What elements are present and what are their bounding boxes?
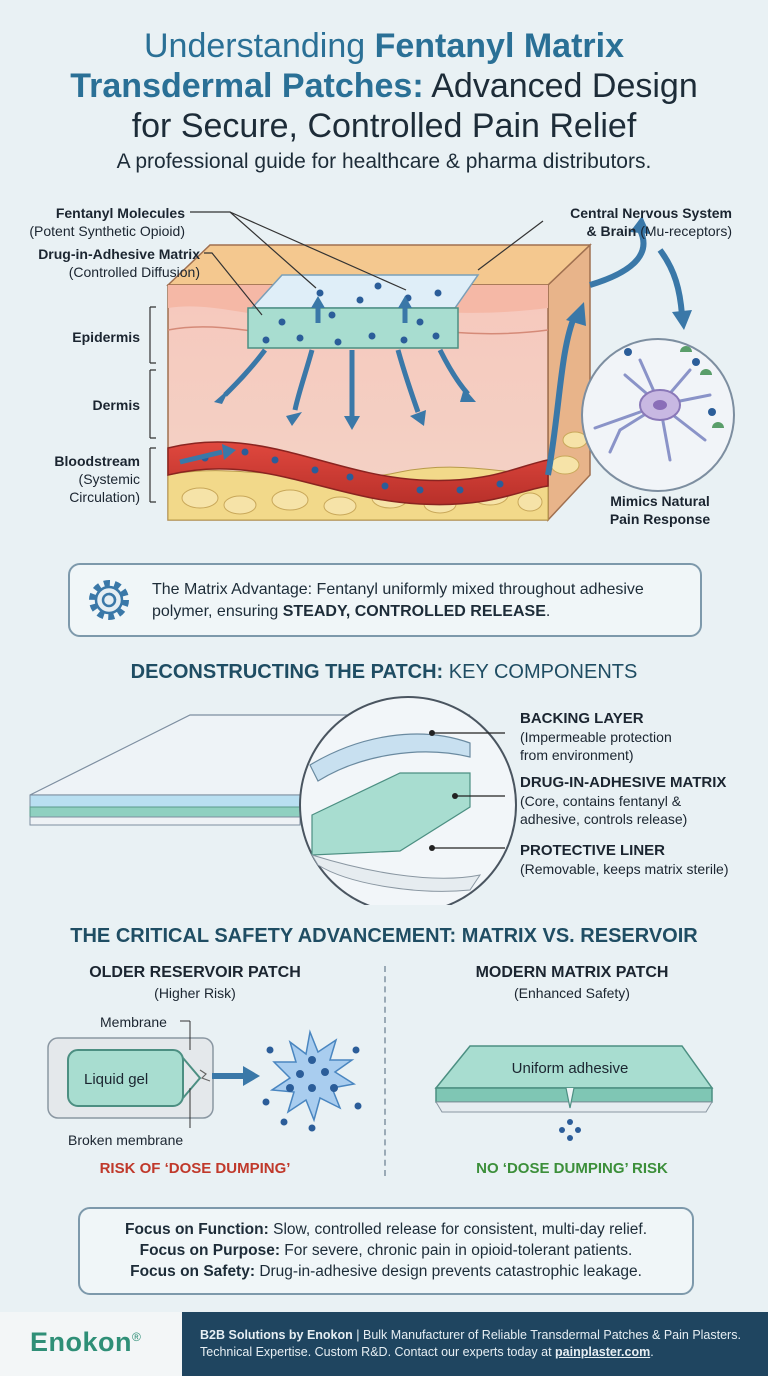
gear-icon [89,580,129,620]
to-cns-arrow [545,313,578,476]
minimal-release-molecules [559,1119,581,1141]
leak-arrowhead [243,1066,260,1086]
matrix-advantage-text: The Matrix Advantage: Fentanyl uniformly… [152,581,644,620]
burst-molecules [262,1046,362,1132]
cns-arrowhead-up [630,216,650,234]
liner-layer-zoom [310,854,482,892]
footer-link[interactable]: painplaster.com [555,1345,651,1359]
label-uniform-adhesive: Uniform adhesive [511,1060,629,1077]
title-text: Fentanyl Matrix [374,27,624,65]
title-text: Transdermal Patches: [70,67,424,105]
component-leader-dots [429,730,458,851]
reservoir-patch-illustration [47,1020,362,1132]
components-section-title: DECONSTRUCTING THE PATCH: KEY COMPONENTS [130,661,638,683]
focus-summary-text: Focus on Function: Slow, controlled rele… [125,1221,647,1280]
patch-backing [250,274,480,309]
new-patch-heading: MODERN MATRIX PATCH(Enhanced Safety) [475,964,669,1001]
patch-matrix [247,307,459,349]
label-fentanyl-molecules: Fentanyl Molecules(Potent Synthetic Opio… [29,205,185,239]
neuron-nucleus [653,400,667,410]
page-title: Understanding Fentanyl Matrix Transderma… [0,26,768,146]
footer-text: B2B Solutions by Enokon | Bulk Manufactu… [200,1328,741,1359]
cns-arrowhead-down [672,310,692,330]
label-drug-matrix: Drug-in-Adhesive Matrix(Controlled Diffu… [38,246,200,280]
neuron-molecules [624,348,716,416]
liner-strip [29,816,301,826]
backing-strip [29,794,301,808]
leader-lines [149,211,544,503]
diffusion-arrowheads [214,296,476,430]
matrix-patch-illustration [434,1045,714,1141]
reservoir-gel [67,1049,184,1107]
focus-summary-box: Focus on Function: Slow, controlled rele… [78,1207,694,1295]
label-broken-membrane: Broken membrane [68,1132,184,1148]
broken-membrane-edge [182,1057,202,1099]
page-subtitle: A professional guide for healthcare & ph… [116,150,652,173]
footer-logo-panel: Enokon® [0,1312,182,1376]
old-patch-heading: OLDER RESERVOIR PATCH(Higher Risk) [89,964,301,1001]
matrix-tear [565,1087,575,1109]
crack-mark [199,1069,211,1082]
mu-receptors [680,346,724,428]
enokon-logo: Enokon® [30,1327,142,1357]
dose-dumping-burst [269,1029,357,1123]
label-drug-matrix-layer: DRUG-IN-ADHESIVE MATRIX(Core, contains f… [520,774,727,827]
comparison-divider [384,966,386,1176]
matrix-patch-liner [435,1101,713,1113]
label-protective-liner: PROTECTIVE LINER(Removable, keeps matrix… [520,842,729,877]
new-risk-label: NO ‘DOSE DUMPING’ RISK [476,1160,668,1177]
matrix-advantage-box: The Matrix Advantage: Fentanyl uniformly… [68,563,702,637]
label-epidermis: Epidermis [72,329,140,345]
patch-molecules [262,282,442,346]
old-risk-label: RISK OF ‘DOSE DUMPING’ [99,1160,291,1177]
label-dermis: Dermis [92,397,140,413]
blood-flow-arrowhead [222,444,236,460]
skin-block-side [547,243,591,522]
label-membrane: Membrane [100,1014,167,1030]
backing-layer-peel [309,733,471,782]
to-cns-arrowhead [566,302,586,326]
title-text: Advanced Design [423,67,698,105]
patch-layers-illustration [29,696,517,905]
title-text: for Secure, Controlled Pain Relief [131,107,637,145]
comparison-section-title: THE CRITICAL SAFETY ADVANCEMENT: MATRIX … [70,925,698,947]
label-cns: Central Nervous System& Brain (Mu-recept… [570,205,732,239]
skin-cross-section-illustration [149,211,735,522]
blood-vessel [167,441,549,506]
title-text: Understanding [144,27,375,65]
label-liquid-gel: Liquid gel [84,1071,149,1088]
component-leader-lines [432,732,505,849]
cns-arrow-up [589,228,647,288]
blood-flow-arrow [179,449,223,465]
matrix-strip [29,806,301,818]
cns-arrow-down [657,248,685,316]
